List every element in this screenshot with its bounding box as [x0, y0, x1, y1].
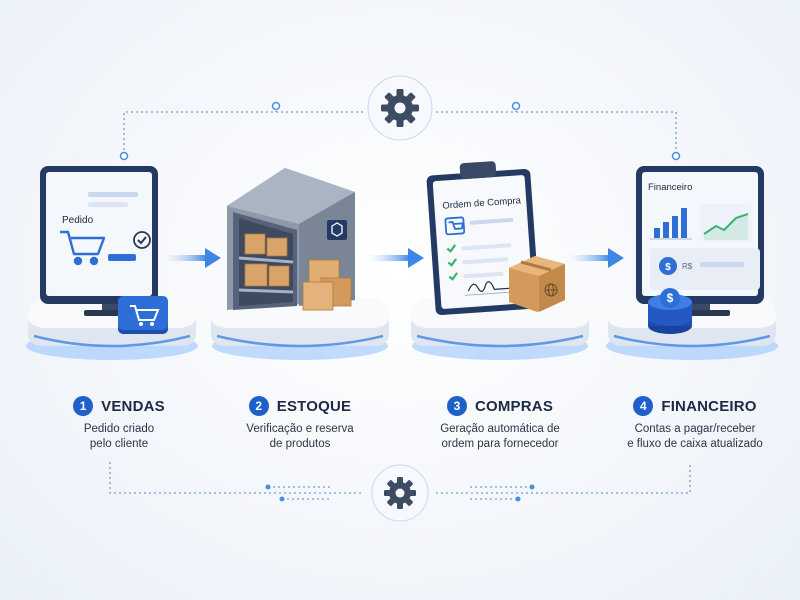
cart-icon [60, 230, 106, 266]
bottom-node [515, 496, 521, 502]
step-number-badge: 2 [248, 396, 269, 416]
step-description-line: pelo cliente [89, 438, 149, 450]
step-vendas: Pedido 1 [24, 150, 214, 540]
line-chart-icon [700, 204, 752, 242]
globe-icon [544, 283, 558, 297]
financeiro-screen-title: Financeiro [648, 182, 692, 193]
step-label: 2 ESTOQUE [205, 396, 395, 416]
financeiro-illustration: Financeiro $ R$ [606, 166, 778, 360]
bottom-node [265, 484, 271, 490]
bottom-node [279, 496, 285, 502]
top-node-mid-left [271, 101, 281, 111]
step-description-line: e fluxo de caixa atualizado [627, 438, 763, 450]
gear-icon [381, 89, 419, 127]
step-label: 4 FINANCEIRO [600, 396, 790, 416]
box-icon [509, 256, 565, 312]
step-title: FINANCEIRO [661, 397, 757, 415]
gear-icon [384, 477, 416, 509]
step-description-line: Verificação e reserva [246, 423, 354, 435]
bottom-node [529, 484, 535, 490]
bottom-gear-hub [371, 464, 429, 522]
svg-text:$: $ [667, 291, 674, 305]
step-description: Verificação e reserva de produtos [205, 422, 395, 452]
top-gear-hub [367, 75, 433, 141]
step-estoque: 2 ESTOQUE Verificação e reserva de produ… [205, 150, 395, 540]
coin-stack-icon: $ [648, 288, 692, 334]
flow-arrow [568, 248, 624, 268]
top-node-left [119, 151, 129, 161]
step-title: VENDAS [101, 397, 165, 415]
step-description-line: Geração automática de [440, 423, 560, 435]
step-compras: Ordem de Compra [405, 150, 595, 540]
currency-label: R$ [682, 262, 693, 271]
vendas-screen-title: Pedido [62, 215, 94, 226]
signature-icon [464, 281, 515, 296]
flow-arrow [368, 248, 424, 268]
step-title: COMPRAS [474, 397, 554, 415]
box-icon [244, 233, 352, 311]
step-label: 3 COMPRAS [405, 396, 595, 416]
check-icon [133, 231, 151, 249]
flow-arrow [165, 248, 221, 268]
dollar-icon: $ [665, 262, 671, 273]
top-node-mid-right [511, 101, 521, 111]
check-icon [446, 244, 458, 281]
estoque-illustration [211, 168, 389, 360]
step-label: 1 VENDAS [24, 396, 214, 416]
step-title: ESTOQUE [276, 397, 352, 415]
currency-card: $ R$ [650, 248, 760, 290]
step-financeiro: Financeiro $ R$ [600, 150, 790, 540]
vendas-illustration: Pedido [26, 166, 198, 360]
bottom-connector [109, 462, 691, 500]
compras-illustration: Ordem de Compra [411, 161, 589, 360]
step-description: Contas a pagar/receber e fluxo de caixa … [600, 422, 790, 452]
bar-chart-icon [650, 208, 692, 240]
step-number-badge: 3 [446, 396, 467, 416]
top-node-right [671, 151, 681, 161]
step-description-line: Contas a pagar/receber [634, 423, 756, 435]
step-number-badge: 1 [73, 396, 94, 416]
step-description-line: de produtos [269, 438, 331, 450]
step-description-line: ordem para fornecedor [441, 438, 559, 450]
step-description: Pedido criado pelo cliente [24, 422, 214, 452]
step-number-badge: 4 [633, 396, 654, 416]
monitor-icon [40, 166, 158, 316]
step-description-line: Pedido criado [83, 423, 155, 435]
cart-icon [444, 216, 466, 236]
cart-badge-icon [118, 296, 168, 334]
step-description: Geração automática de ordem para fornece… [405, 422, 595, 452]
